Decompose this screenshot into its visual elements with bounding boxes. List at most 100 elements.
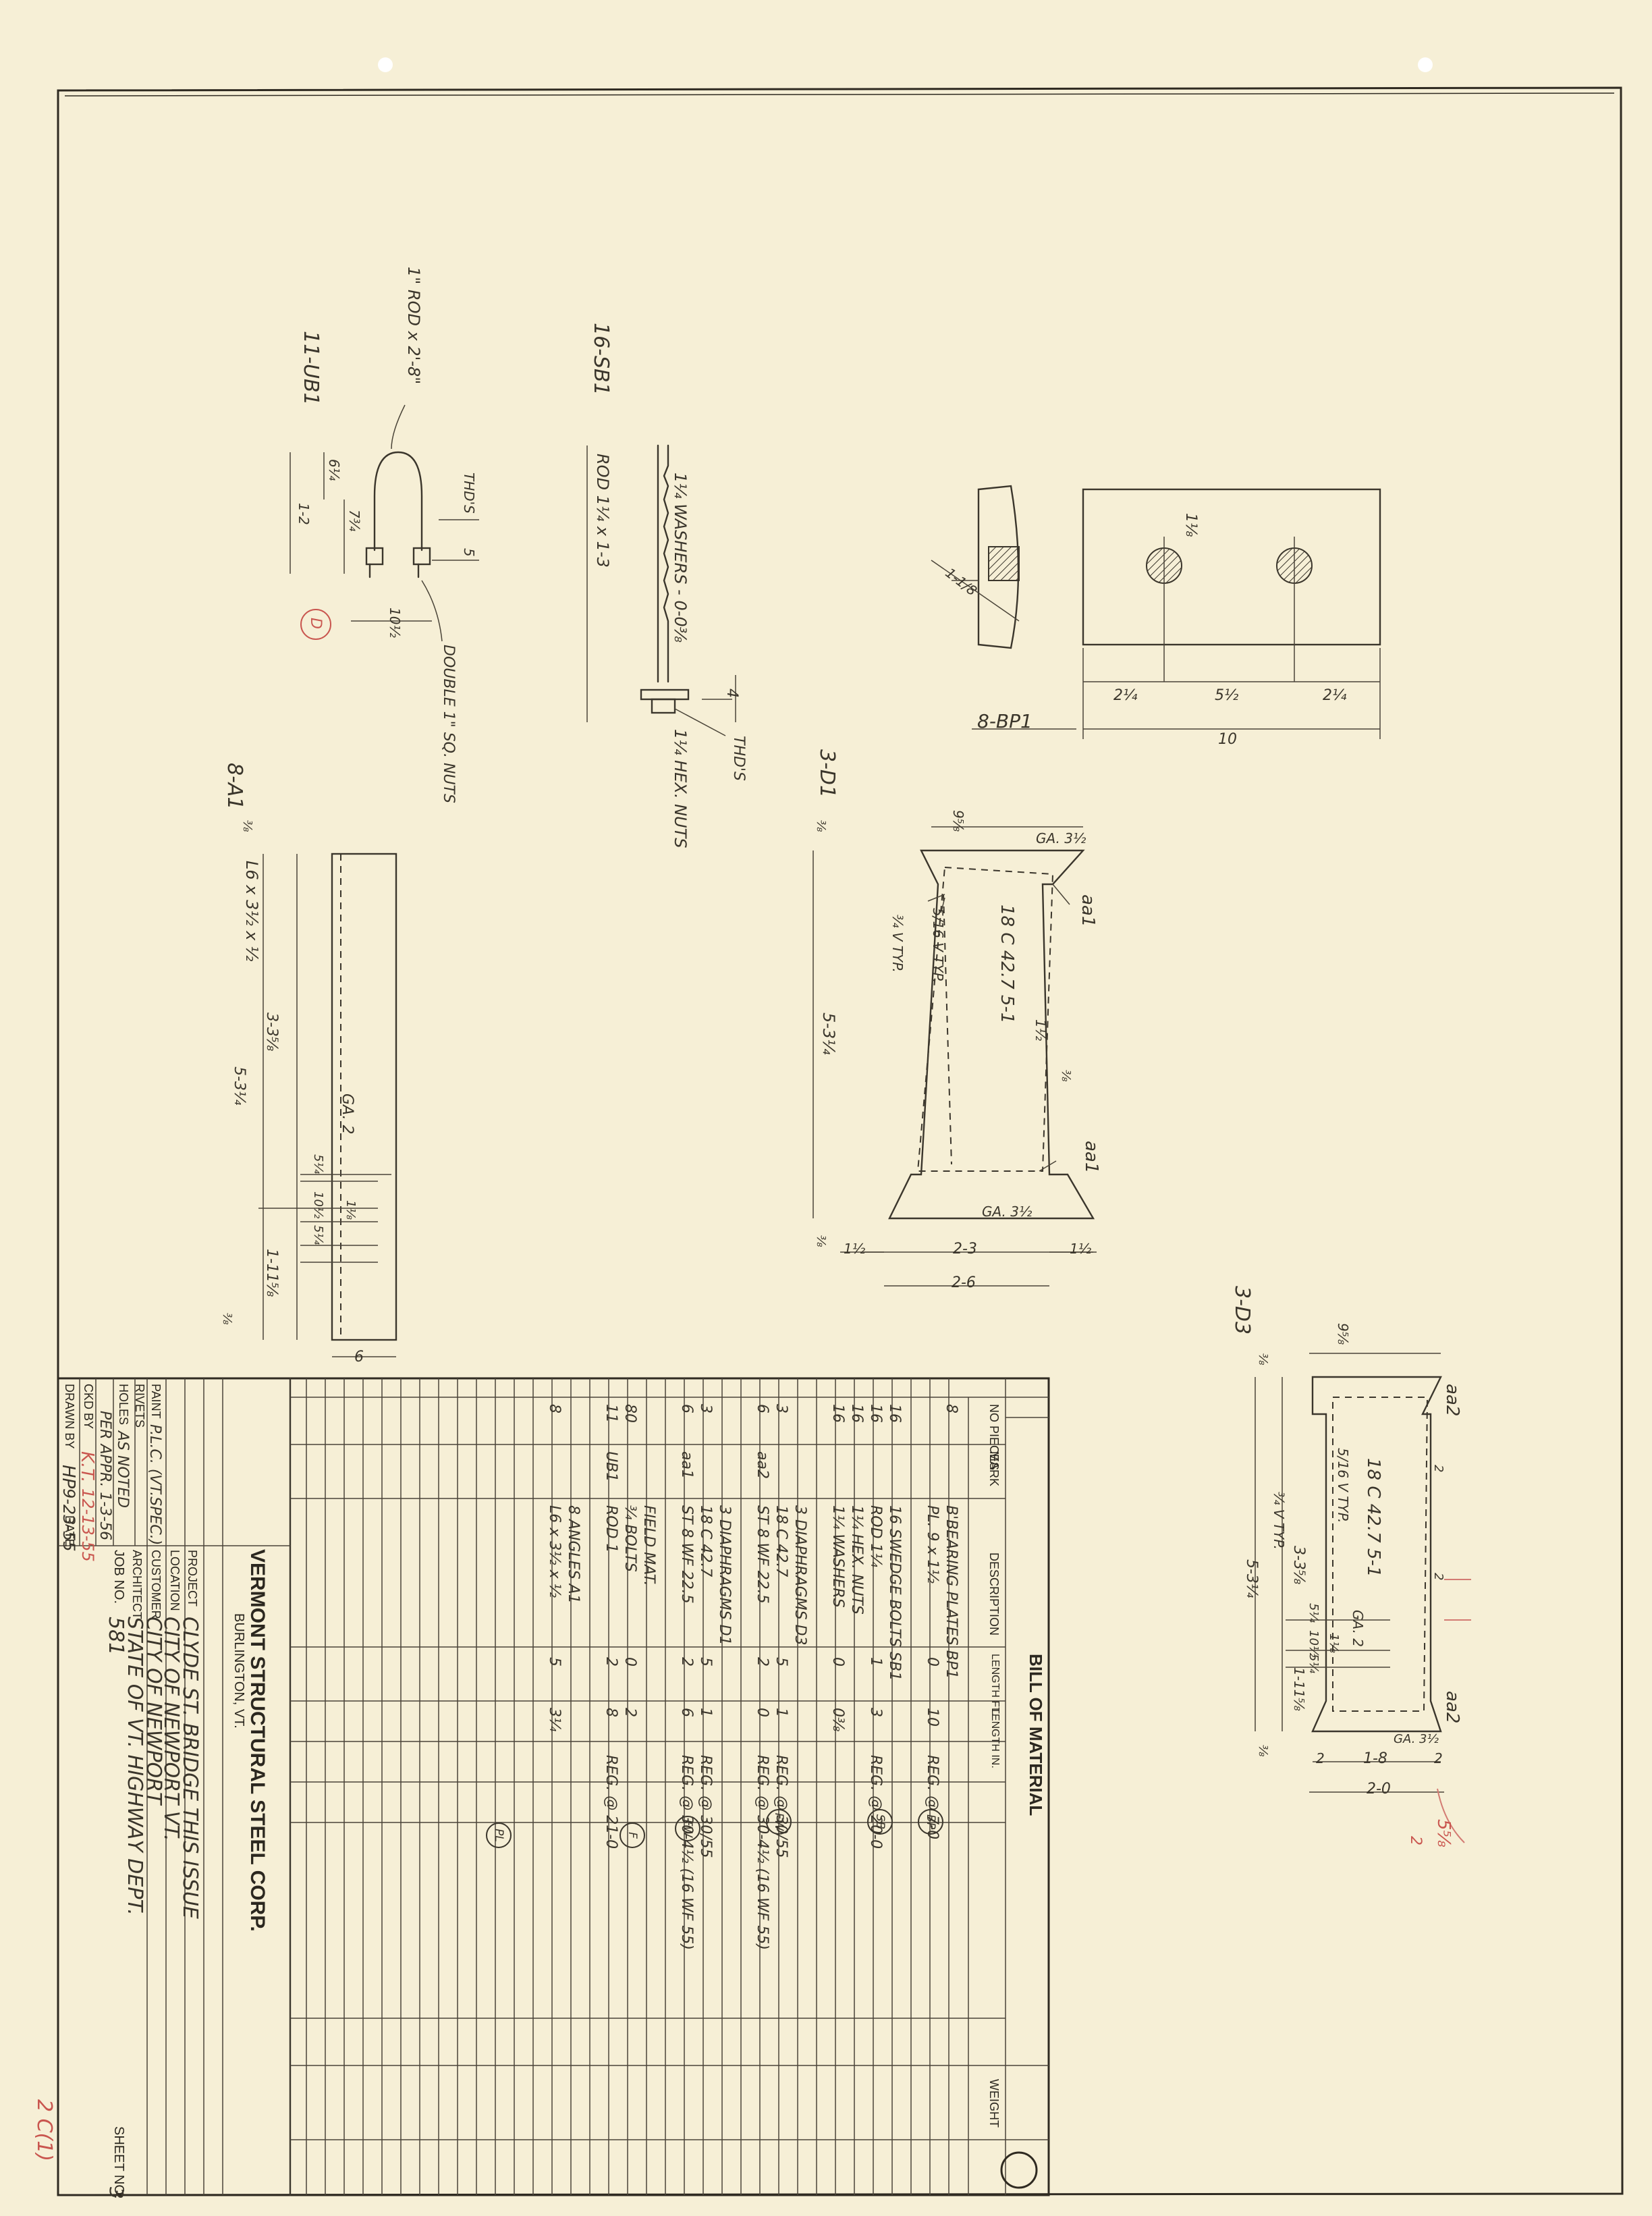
ub1-dim-c: 1-2 bbox=[296, 503, 312, 525]
d1-gauge-bottom: GA. 3½ bbox=[982, 1204, 1032, 1220]
bom-cell-pieces: 8 bbox=[546, 1404, 563, 1413]
d3-member: 18 C 42.7 5-1 bbox=[1363, 1458, 1383, 1577]
bom-cell-description: L6 x 3½ x ½ bbox=[546, 1505, 563, 1598]
d1-gauge-top: GA. 3½ bbox=[1036, 830, 1086, 846]
circled-d-annotation bbox=[300, 609, 331, 640]
bom-cell-pieces: 3 bbox=[773, 1404, 790, 1413]
bp1-dim-a: 2¼ bbox=[1113, 687, 1138, 704]
circled-mark-fw-1: FW bbox=[766, 1809, 792, 1835]
bom-cell-description: 3 DIAPHRAGMS D3 bbox=[792, 1505, 808, 1646]
bom-cell-in: 8 bbox=[603, 1708, 620, 1717]
sb1-label: 16-SB1 bbox=[589, 323, 613, 396]
drawn-by-value: HP bbox=[58, 1465, 78, 1489]
ub1-label: 11-UB1 bbox=[299, 331, 323, 406]
a1-gauge: GA. 2 bbox=[339, 1093, 356, 1135]
circled-mark-f: F bbox=[620, 1822, 645, 1848]
sb1-washers: 1¼ WASHERS - 0-0⅜ bbox=[671, 472, 690, 643]
bom-cell-description: 18 C 42.7 bbox=[773, 1505, 790, 1577]
d3-mark-bottom: aa2 bbox=[1442, 1691, 1462, 1724]
bom-cell-description: PL. 9 x 1½ bbox=[924, 1505, 941, 1584]
d1-dim-i: 1½ bbox=[1032, 1019, 1049, 1042]
a1-dim-i: ⅜ bbox=[240, 820, 254, 832]
drawn-date-value: 9-23-55 bbox=[59, 1488, 78, 1552]
label-paint: PAINT bbox=[149, 1384, 163, 1419]
bom-cell-pieces: 3 bbox=[697, 1404, 714, 1413]
bom-cell-description: ST 8 WF 22.5 bbox=[678, 1505, 695, 1604]
d1-mark-bottom: aa1 bbox=[1081, 1141, 1101, 1174]
detail-sb1 bbox=[586, 444, 736, 736]
bom-cell-in: 10 bbox=[924, 1708, 941, 1727]
bom-cell-ft: 2 bbox=[678, 1657, 695, 1667]
bom-cell-notes: REG. @ 30/55 bbox=[697, 1755, 714, 1858]
d3-dim-n: ⅜ bbox=[1256, 1745, 1270, 1757]
bom-cell-ft: 0 bbox=[829, 1657, 846, 1667]
ub1-dim-e: 5 bbox=[461, 548, 477, 557]
bom-cell-pieces: 6 bbox=[678, 1404, 695, 1413]
sb1-nuts: 1¼ HEX. NUTS bbox=[671, 729, 690, 848]
bom-cell-pieces: 11 bbox=[603, 1404, 620, 1423]
bom-cell-description: B'BEARING PLATES BP1 bbox=[943, 1505, 960, 1679]
detail-bp1 bbox=[931, 485, 1381, 739]
ub1-dim-d: 10½ bbox=[387, 607, 403, 638]
d1-weld-a: 5/16 V TYP. bbox=[930, 908, 946, 983]
label-customer: CUSTOMER bbox=[149, 1550, 163, 1619]
a1-dim-h: 6 bbox=[354, 1349, 364, 1366]
circled-mark-bp: BP bbox=[918, 1809, 943, 1835]
bom-cell-ft: 0 bbox=[924, 1657, 941, 1667]
bp1-dim-d: 10 bbox=[1218, 731, 1237, 748]
bom-cell-in: 3 bbox=[867, 1708, 884, 1717]
architect-value: STATE OF VT. HIGHWAY DEPT. bbox=[123, 1617, 146, 1916]
company-name: VERMONT STRUCTURAL STEEL CORP. bbox=[246, 1549, 269, 1932]
a1-dim-e: 1-11⅝ bbox=[263, 1249, 280, 1297]
bom-cell-description: ROD 1 bbox=[603, 1505, 620, 1553]
bom-col-weight: WEIGHT bbox=[987, 2079, 1001, 2128]
sb1-thds: THD'S bbox=[730, 736, 747, 781]
bom-col-mark: MARK bbox=[987, 1451, 1001, 1487]
label-ckd-by: CKD BY bbox=[82, 1384, 95, 1430]
bom-cell-ft: 1 bbox=[867, 1657, 884, 1667]
detail-d1 bbox=[813, 826, 1097, 1287]
bom-cell-description: ROD 1¼ bbox=[867, 1505, 884, 1567]
bom-cell-in: 6 bbox=[678, 1708, 695, 1717]
label-job-no: JOB NO. bbox=[111, 1550, 126, 1604]
ckd-date-value: 12-13-55 bbox=[78, 1488, 97, 1562]
red-fraction: 5⅝ bbox=[1433, 1819, 1454, 1847]
bom-cell-description: 3 DIAPHRAGMS D1 bbox=[716, 1505, 733, 1646]
revision-circle bbox=[1000, 2151, 1038, 2189]
bom-cell-description: 1¼ HEX. NUTS bbox=[848, 1505, 865, 1615]
bp1-hole: 1⅛ bbox=[1182, 513, 1199, 537]
d3-dim-i: 2 bbox=[1316, 1750, 1325, 1766]
bom-cell-pieces: 16 bbox=[848, 1404, 865, 1423]
ub1-note: DOUBLE 1" SQ. NUTS bbox=[440, 645, 457, 803]
d3-gauge2: GA. 3½ bbox=[1394, 1732, 1439, 1746]
label-rivets: RIVETS bbox=[133, 1384, 146, 1428]
d3-dim-b: 3-3⅝ bbox=[1290, 1546, 1307, 1585]
bom-cell-in: 1 bbox=[697, 1708, 714, 1717]
d3-mark-top: aa2 bbox=[1442, 1384, 1462, 1417]
label-holes: HOLES bbox=[117, 1384, 130, 1426]
bp1-label: 8-BP1 bbox=[977, 710, 1032, 732]
bom-cell-in: 2 bbox=[622, 1708, 638, 1717]
bom-cell-ft: 2 bbox=[603, 1657, 620, 1667]
d3-dim-h: 1-11⅝ bbox=[1291, 1667, 1307, 1711]
bom-cell-pieces: 16 bbox=[867, 1404, 884, 1423]
detail-a1 bbox=[258, 853, 397, 1357]
d1-dim-f: 2-6 bbox=[952, 1274, 976, 1291]
circled-d-text: D bbox=[307, 618, 324, 629]
d3-dim-j: 1-8 bbox=[1363, 1750, 1387, 1767]
bom-col-in: LENGTH IN. bbox=[989, 1708, 1001, 1768]
bom-cell-notes: REG. @ 21-0 bbox=[603, 1755, 620, 1849]
bom-cell-ft: 0 bbox=[622, 1657, 638, 1667]
d3-gauge: GA. 2 bbox=[1350, 1610, 1366, 1647]
circled-mark-sb: SB bbox=[867, 1809, 893, 1835]
bom-cell-ft: 2 bbox=[754, 1657, 771, 1667]
bom-grid bbox=[290, 1378, 1049, 2195]
d1-dim-c: 1½ bbox=[844, 1241, 866, 1257]
ub1-dim-a: 6¼ bbox=[326, 459, 342, 481]
d3-dim-c: 5-3¼ bbox=[1243, 1559, 1260, 1598]
bom-title: BILL OF MATERIAL bbox=[1026, 1654, 1046, 1816]
bom-cell-description: FIELD MAT. bbox=[640, 1505, 657, 1586]
d3-dim-a: 9⅝ bbox=[1335, 1323, 1351, 1345]
d1-dim-b: 5-3¼ bbox=[819, 1012, 838, 1055]
